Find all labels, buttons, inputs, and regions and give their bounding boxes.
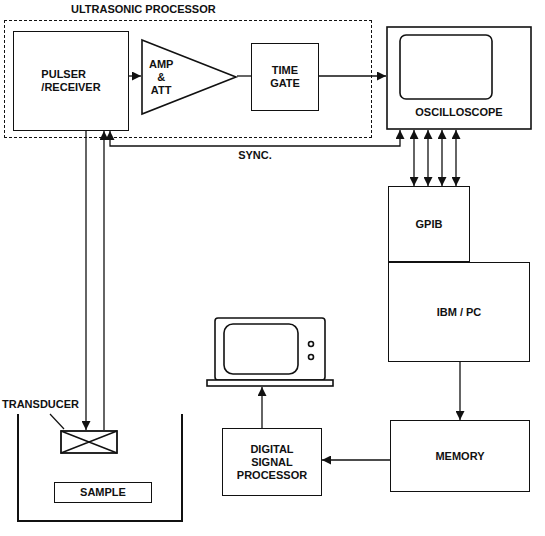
connector-line: [413, 130, 414, 186]
transducer-cross: [61, 431, 117, 453]
connector-line: [129, 75, 141, 76]
signal-label: SYNC.: [235, 149, 275, 162]
node-label: GPIB: [416, 218, 443, 231]
node-label: OSCILLOSCOPE: [386, 106, 532, 119]
connector-line: [427, 130, 428, 186]
monitor-symbol: [207, 318, 333, 386]
connector-line: [459, 362, 460, 420]
node-label: AMP & ATT: [149, 58, 173, 97]
node-label: IBM / PC: [437, 306, 482, 319]
scope-body: [387, 27, 531, 129]
scope-screen: [400, 35, 492, 99]
dsp-box: DIGITAL SIGNAL PROCESSOR: [222, 428, 322, 496]
connector-line: [110, 130, 400, 146]
interface-box: GPIB: [388, 186, 470, 262]
sample-box: SAMPLE: [54, 482, 152, 503]
processor-group: ULTRASONIC PROCESSORPULSER /RECEIVERAMP …: [4, 20, 372, 138]
pulser-box: PULSER /RECEIVER: [13, 31, 129, 131]
transducer-outline: [61, 431, 117, 453]
water-tank: [18, 414, 182, 521]
node-label: PULSER /RECEIVER: [41, 68, 100, 94]
oscilloscope-box: OSCILLOSCOPE: [386, 26, 532, 130]
node-label: SAMPLE: [80, 486, 126, 499]
computer-box: IBM / PC: [388, 262, 530, 362]
connector-line: [322, 459, 390, 460]
leader-line: [50, 414, 64, 429]
connector-line: [455, 130, 456, 186]
node-label: MEMORY: [435, 450, 484, 463]
connector-line: [237, 75, 251, 76]
node-label: TRANSDUCER: [2, 398, 79, 411]
node-label: DIGITAL SIGNAL PROCESSOR: [237, 443, 307, 482]
connector-line: [319, 75, 386, 76]
triangle-outline: [141, 39, 237, 115]
node-label: ULTRASONIC PROCESSOR: [71, 3, 216, 16]
memory-box: MEMORY: [390, 420, 530, 492]
video-out-arrow: [261, 387, 262, 428]
node-label: TIME GATE: [270, 64, 300, 90]
crossed-box: [60, 430, 118, 454]
gate-box: TIME GATE: [251, 43, 319, 111]
connector-line: [441, 130, 442, 186]
transducer-symbol: TRANSDUCER: [60, 430, 118, 454]
connector-line: [85, 131, 86, 430]
amplifier-triangle: AMP & ATT: [141, 39, 237, 115]
connector-line: [103, 131, 104, 430]
triangle-shape: [142, 40, 236, 114]
